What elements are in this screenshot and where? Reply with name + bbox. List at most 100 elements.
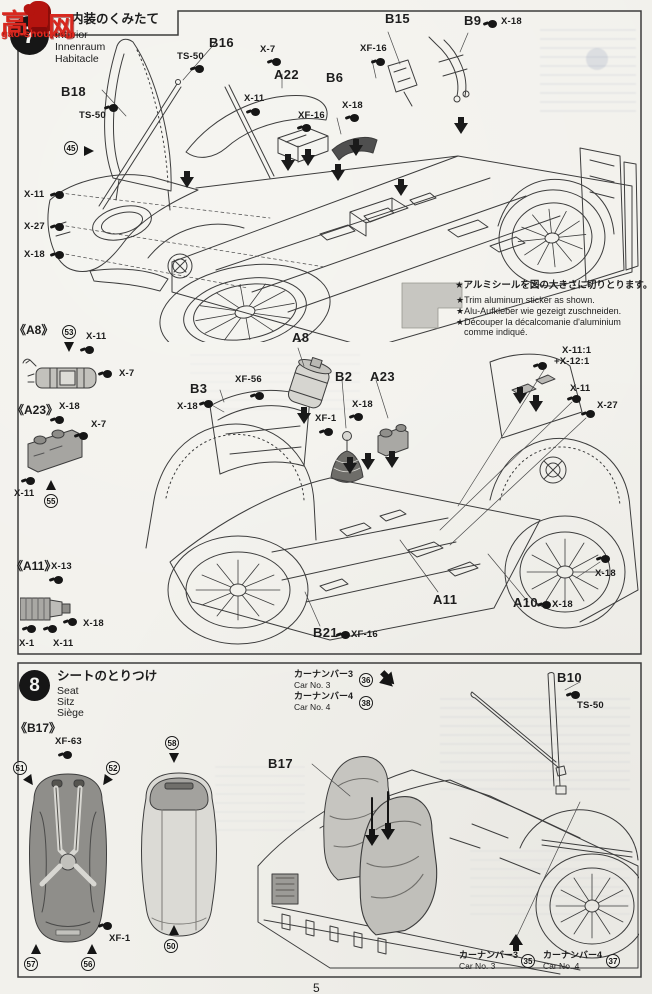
carnum4-ja: カーナンバー4 [543, 950, 603, 960]
label-b17: B17 [268, 756, 294, 771]
decal-arrow-icon [31, 944, 41, 954]
step8-title-en: Seat [57, 685, 79, 697]
label-a22: A22 [274, 67, 300, 82]
carnum4-ja: カーナンバー4 [294, 691, 354, 701]
paint-dot-icon [538, 362, 547, 370]
paint-dot-icon [54, 576, 63, 584]
paint-label-x18: X-18 [595, 568, 616, 579]
seat-back-view [141, 772, 217, 937]
label-a11: A11 [433, 592, 458, 607]
paint-dot-icon [251, 108, 260, 116]
paint-label-x11: X-11 [24, 189, 45, 200]
paint-label-x18: X-18 [552, 599, 573, 610]
decal-number-badge: 37 [606, 954, 620, 968]
paint-label-ts50: TS-50 [577, 700, 604, 711]
paint-label-x12-1: +X-12:1 [554, 356, 590, 367]
label-b9: B9 [464, 13, 482, 28]
paint-label-x11: X-11 [14, 488, 35, 499]
roll-bar-b10 [470, 672, 633, 858]
paint-dot-icon [571, 691, 580, 699]
bleed-through [540, 22, 636, 112]
paint-label-xf56: XF-56 [235, 374, 262, 385]
paint-dot-icon [601, 555, 610, 563]
install-arrow-stems [371, 791, 389, 831]
label-b6: B6 [326, 70, 344, 85]
note-ja: ★アルミシールを図の大きさに切りとります。 [455, 280, 652, 291]
step8-title-de: Sitz [57, 696, 75, 708]
decal-number-badge: 38 [359, 696, 373, 710]
rear-left-fender [145, 423, 317, 549]
note-en: ★Trim aluminum sticker as shown. [456, 295, 595, 305]
paint-label-x27: X-27 [597, 400, 618, 411]
thumbs-up-logo-icon [28, 1, 51, 34]
part-b2-shifter [330, 431, 364, 483]
paint-label-x7: X-7 [260, 44, 276, 55]
rear-wheel [519, 809, 639, 959]
decal-number-badge: 35 [521, 954, 535, 968]
paint-label-x18: X-18 [501, 16, 522, 27]
watermark-site: gao-shou.com [1, 28, 76, 40]
paint-dot-icon [488, 20, 497, 28]
rear-left-wheel [167, 535, 309, 645]
step-8-number: 8 [29, 674, 40, 696]
label-b15: B15 [385, 11, 411, 26]
door-panel-b18 [104, 38, 172, 211]
step8-title-ja: シートのとりつけ [57, 669, 158, 683]
part-b9 [428, 36, 470, 103]
front-nose [47, 174, 199, 292]
seat-front-view [29, 773, 107, 943]
leader-lines [209, 347, 601, 627]
decal-number-badge: 52 [106, 761, 120, 775]
decal-number-badge: 36 [359, 673, 373, 687]
seat-install-diagram [29, 668, 639, 975]
paint-label-x11: X-11 [53, 638, 74, 649]
part-b3 [209, 390, 311, 475]
carnum3-ja: カーナンバー3 [294, 669, 354, 679]
paint-label-x11: X-11 [570, 383, 591, 394]
paint-dot-icon [55, 416, 64, 424]
label-b18: B18 [61, 84, 87, 99]
paint-label-x18: X-18 [352, 399, 373, 410]
carnum3-en: Car No. 3 [294, 680, 331, 690]
paint-label-xf63: XF-63 [55, 736, 82, 747]
chassis-tub [167, 147, 639, 342]
bleed-through-badge [586, 48, 608, 70]
page-number: 5 [313, 981, 320, 994]
decal-arrow-icon [64, 342, 74, 352]
label-b21: B21 [313, 625, 339, 640]
pedal-unit-a23-sub [27, 429, 83, 473]
label-b16: B16 [209, 35, 235, 50]
decal-arrow-icon [87, 944, 97, 954]
paint-dot-icon [542, 601, 551, 609]
step7-title-ja: 内装のくみたて [71, 12, 160, 26]
carnum4-en: Car No. 4 [543, 961, 580, 971]
rear-right-wheel [498, 189, 606, 287]
paint-dot-icon [586, 410, 595, 418]
paint-label-xf16: XF-16 [360, 43, 387, 54]
carnum4-en: Car No. 4 [294, 702, 331, 712]
paint-dot-icon [63, 751, 72, 759]
paint-label-x18: X-18 [59, 401, 80, 412]
door-strut-b16 [98, 83, 182, 210]
paint-dot-icon [55, 223, 64, 231]
step8-title-fr: Siège [57, 707, 84, 719]
paint-label-x11: X-11 [86, 331, 107, 342]
decal-arrow-icon [169, 925, 179, 935]
paint-label-x1: X-1 [19, 638, 35, 649]
paint-label-ts50: TS-50 [79, 110, 106, 121]
paint-dot-icon [350, 114, 359, 122]
watermark: 高 网 gao-shou.com [0, 0, 160, 60]
paint-dot-icon [354, 413, 363, 421]
decal-number-badge: 50 [164, 939, 178, 953]
part-a23 [377, 424, 409, 457]
step7-title-de: Innenraum [55, 41, 106, 53]
decal-number-badge: 58 [165, 736, 179, 750]
decal-number-badge: 51 [13, 761, 27, 775]
paint-dot-icon [103, 922, 112, 930]
decal-number-badge: 56 [81, 957, 95, 971]
paint-dot-icon [376, 58, 385, 66]
paint-label-xf1: XF-1 [315, 413, 337, 424]
paint-label-xf16: XF-16 [298, 110, 325, 121]
